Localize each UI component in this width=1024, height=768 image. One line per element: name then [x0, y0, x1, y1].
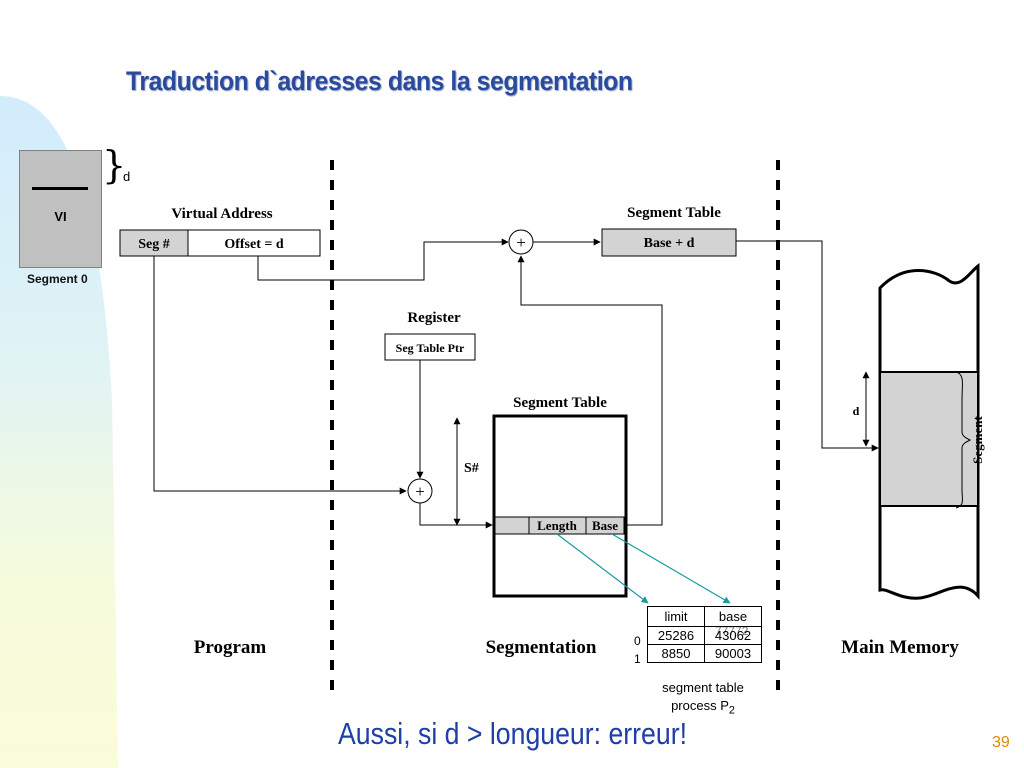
process-table-caption-2: process P2: [633, 698, 773, 717]
row0-base-overlay: 77772: [715, 624, 749, 638]
segment-0-box: VI: [19, 150, 102, 268]
page-number: 39: [992, 734, 1010, 751]
virtual-address-label: Virtual Address: [171, 206, 272, 222]
base-plus-d-box: [601, 228, 737, 257]
offset-field: Offset = d: [224, 237, 284, 252]
register-label: Register: [407, 310, 461, 326]
segment-0-d-label: d: [123, 169, 131, 184]
segment-0-caption: Segment 0: [27, 272, 88, 286]
segment-brace-icon: [955, 371, 972, 509]
process-label: process P: [671, 698, 729, 713]
footer-note: Aussi, si d > longueur: erreur!: [338, 716, 687, 751]
process-subscript: 2: [728, 704, 735, 717]
length-link-line: [556, 533, 649, 604]
base-link-line: [611, 533, 731, 604]
main-memory-label: Main Memory: [841, 637, 959, 658]
segment-0-divider: [32, 187, 88, 190]
seg-table-ptr-text: Seg Table Ptr: [396, 341, 465, 355]
row0-limit: 25286: [647, 626, 705, 645]
offset-path-arrow: [257, 238, 509, 281]
lower-adder-symbol: +: [415, 482, 425, 501]
s-hash-label: S#: [464, 461, 479, 476]
mid-segment-table-box: [492, 414, 628, 598]
row0-base: 43062 77772: [704, 624, 762, 645]
limit-header: limit: [647, 606, 705, 627]
mid-segment-table-label: Segment Table: [513, 395, 607, 411]
row1-limit: 8850: [647, 644, 705, 663]
row0-base-value: 43062: [714, 628, 752, 643]
row1-base: 90003: [704, 644, 762, 663]
top-segment-table-label: Segment Table: [627, 205, 721, 221]
seg-table-ptr-box: [384, 333, 476, 361]
segmentation-label: Segmentation: [486, 637, 597, 658]
base-header: base: [704, 606, 762, 627]
segment-0-brace-icon: }: [102, 143, 127, 187]
seg-num-path-arrow: [153, 256, 407, 495]
base-plus-d-text: Base + d: [644, 236, 695, 251]
process-segment-table: limit base 25286 43062 77772 8850 90003 …: [633, 606, 773, 718]
segment-0-vi-label: VI: [54, 209, 67, 224]
base-field: Base: [592, 518, 618, 533]
process-table-caption-1: segment table: [662, 680, 744, 695]
top-adder-symbol: +: [516, 233, 526, 252]
length-field: Length: [537, 518, 578, 533]
row-index-1: 1: [634, 652, 641, 666]
row-index-0: 0: [634, 634, 641, 648]
program-label: Program: [194, 637, 267, 658]
memory-d-label: d: [853, 404, 860, 418]
offset-field-box: [187, 229, 321, 257]
base-to-adder-arrow: [517, 255, 663, 526]
segment-label: Segment: [970, 416, 985, 464]
slide-title: Traduction d`adresses dans la segmentati…: [126, 66, 633, 96]
adder-to-entry-arrow: [419, 503, 493, 529]
to-memory-arrow: [736, 240, 879, 452]
process-table-grid: limit base 25286 43062 77772 8850 90003: [647, 606, 762, 663]
seg-num-field: Seg #: [138, 237, 170, 252]
memory-segment-region: [879, 371, 979, 507]
